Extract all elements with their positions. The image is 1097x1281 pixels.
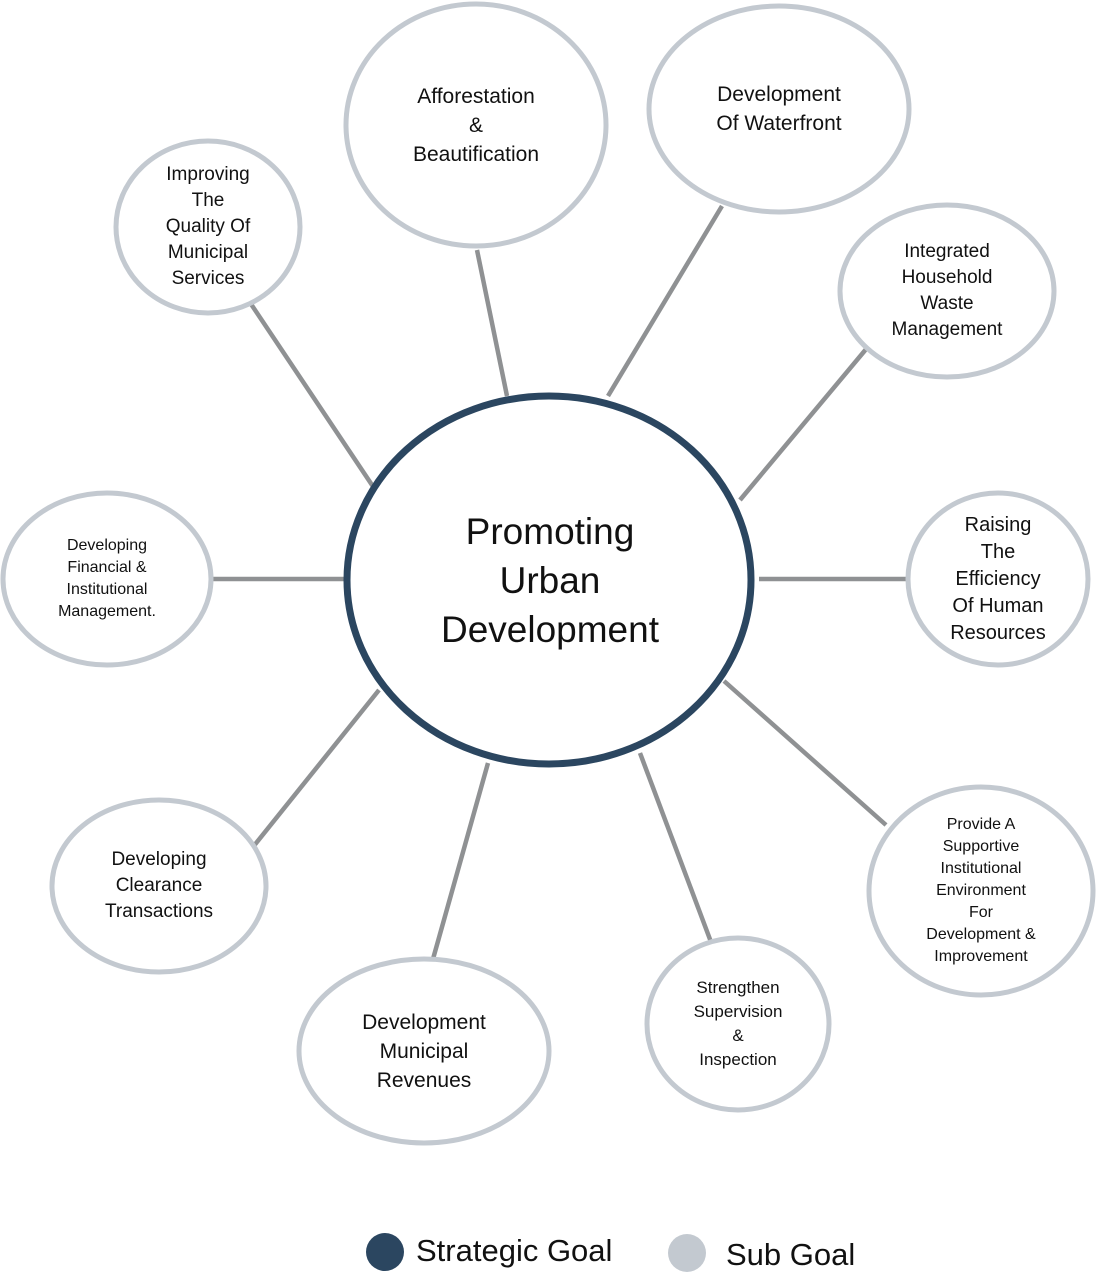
sub-goal-circles <box>0 1 1096 1146</box>
sub-goal-circle-waterfront <box>646 3 912 215</box>
sub-goal-label-household-waste: Integrated Household Waste Management <box>891 241 1003 340</box>
sub-goal-circle-human-resources <box>905 490 1091 668</box>
connector-supportive-environment <box>722 679 888 827</box>
sub-goal-circle-supervision <box>644 935 832 1113</box>
legend-sub-label: Sub Goal <box>726 1237 856 1272</box>
sub-goal-circle-household-waste <box>837 202 1057 380</box>
connector-afforestation <box>474 249 510 397</box>
sub-goal-label-afforestation: Afforestation & Beautification <box>412 84 540 166</box>
sub-goal-label-human-resources: Raising The Efficiency Of Human Resource… <box>950 513 1046 644</box>
sub-goal-circle-quality-municipal <box>113 138 303 316</box>
sub-goal-circle-clearance <box>49 797 269 975</box>
sub-goal-label-waterfront: Development Of Waterfront <box>716 83 842 135</box>
strategic-goal-circle <box>343 392 755 768</box>
legend-strategic-swatch <box>366 1233 404 1271</box>
connector-quality-municipal <box>249 302 376 490</box>
sub-goal-label-supportive-environment: Provide A Supportive Institutional Envir… <box>926 816 1036 965</box>
connector-waterfront <box>606 204 724 398</box>
connector-household-waste <box>738 346 869 502</box>
sub-goal-label-financial-institutional: Developing Financial & Institutional Man… <box>58 537 156 620</box>
sub-goal-label-supervision: Strengthen Supervision & Inspection <box>693 978 783 1069</box>
connector-municipal-revenues <box>430 762 491 960</box>
sub-goal-circle-financial-institutional <box>0 490 214 668</box>
connector-lines <box>212 204 910 960</box>
connector-supervision <box>637 752 714 943</box>
connector-clearance <box>251 688 381 849</box>
sub-goal-circle-municipal-revenues <box>296 956 552 1146</box>
strategic-goal-label: Promoting Urban Development <box>440 510 659 650</box>
sub-goal-circle-supportive-environment <box>866 784 1096 998</box>
legend-sub-swatch <box>668 1234 706 1272</box>
legend-strategic-label: Strategic Goal <box>416 1233 613 1268</box>
sub-goal-label-quality-municipal: Improving The Quality Of Municipal Servi… <box>165 164 251 289</box>
sub-goal-label-municipal-revenues: Development Municipal Revenues <box>362 1010 486 1092</box>
sub-goal-label-clearance: Developing Clearance Transactions <box>104 849 214 922</box>
sub-goal-circle-afforestation <box>343 1 609 249</box>
